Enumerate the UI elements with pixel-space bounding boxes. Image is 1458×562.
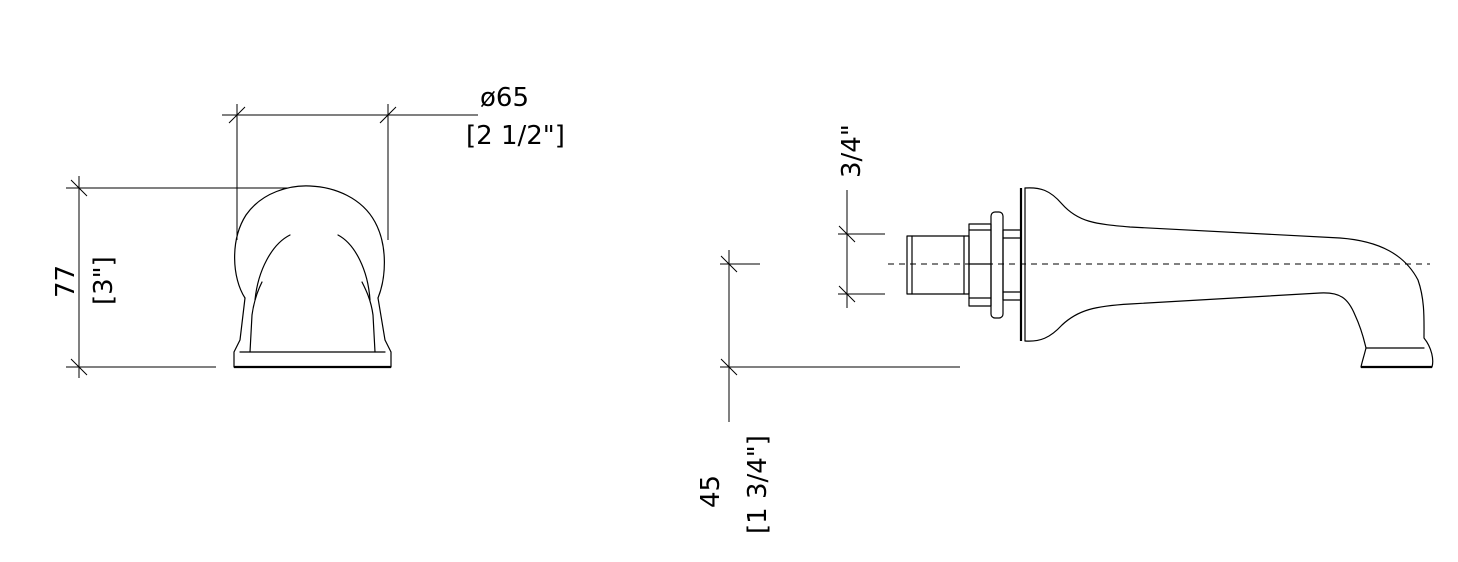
thread-dimension: 3/4": [837, 124, 885, 308]
diameter-dimension: ø65 [2 1/2"]: [222, 83, 565, 240]
threaded-connector: [906, 211, 1022, 319]
diameter-in-label: [2 1/2"]: [466, 121, 565, 151]
height-dimension: 77 [3"]: [51, 176, 288, 378]
thread-size-label: 3/4": [837, 124, 867, 178]
height-in-label: [3"]: [89, 256, 119, 305]
side-view: 3/4" 45 [1 3/4"]: [696, 124, 1434, 534]
offset-mm-label: 45: [696, 475, 726, 508]
front-view: ø65 [2 1/2"] 77 [3"]: [51, 83, 565, 378]
diameter-mm-label: ø65: [480, 83, 529, 113]
spout-front-outline: [233, 185, 392, 369]
spout-side-outline: [1019, 187, 1434, 369]
offset-dimension: 45 [1 3/4"]: [696, 250, 960, 534]
height-mm-label: 77: [51, 265, 81, 298]
offset-in-label: [1 3/4"]: [743, 435, 773, 534]
